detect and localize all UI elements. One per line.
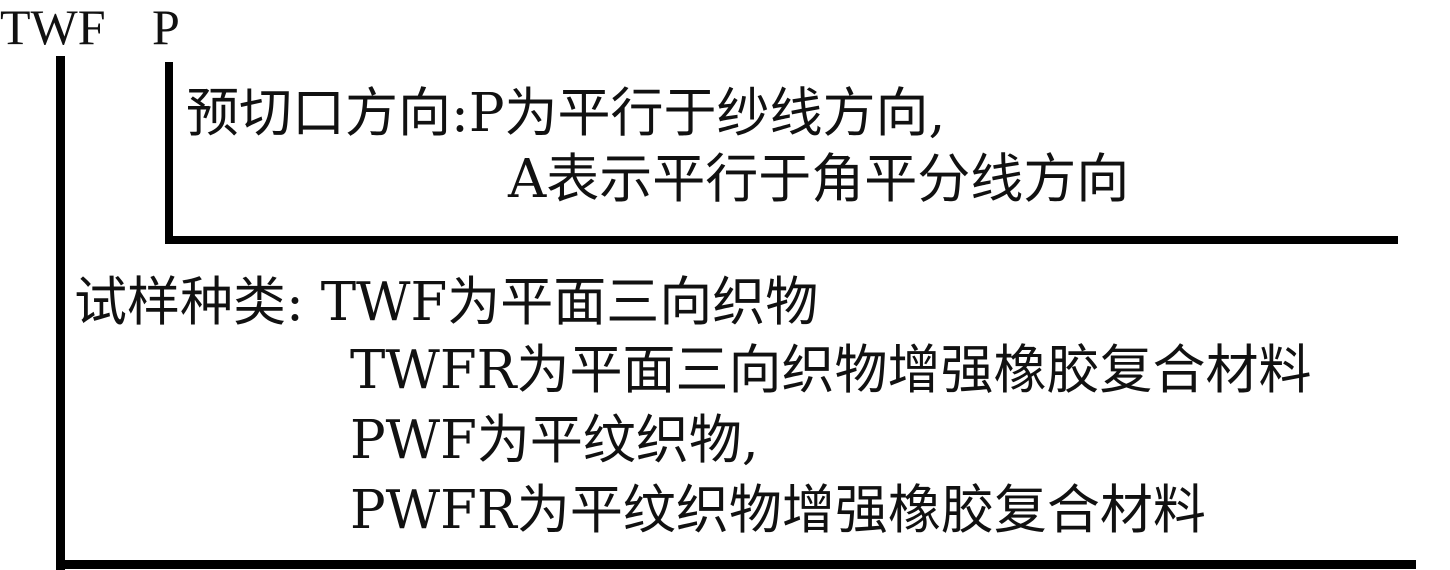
cut-direction-heading: 预切口方向:P为平行于纱线方向, xyxy=(186,83,946,144)
bracket-outer-horizontal-line xyxy=(56,560,1416,569)
specimen-code-prefix: TWF xyxy=(0,0,106,55)
sample-type-pwf: PWF为平纹织物, xyxy=(350,410,759,471)
sample-type-twfr: TWFR为平面三向织物增强橡胶复合材料 xyxy=(350,340,1312,401)
sample-type-heading: 试样种类: TWF为平面三向织物 xyxy=(74,272,819,333)
bracket-inner-vertical-line xyxy=(165,62,173,244)
sample-type-pwfr: PWFR为平纹织物增强橡胶复合材料 xyxy=(350,480,1206,541)
cut-direction-option-a: A表示平行于角平分线方向 xyxy=(508,149,1130,210)
bracket-inner-horizontal-line xyxy=(165,236,1398,244)
specimen-code-suffix: P xyxy=(152,0,180,55)
bracket-outer-vertical-line xyxy=(56,56,65,570)
